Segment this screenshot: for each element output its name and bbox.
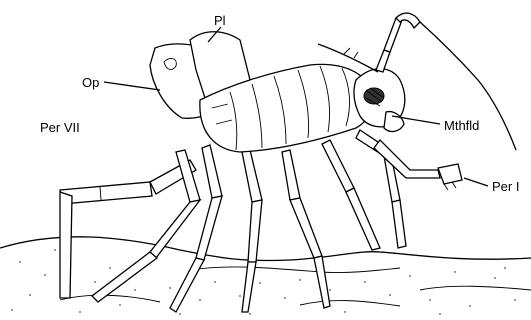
pl-leader <box>208 27 221 42</box>
label-pl: Pl <box>214 14 226 27</box>
label-op: Op <box>82 76 99 89</box>
mthfld-leader <box>392 116 440 124</box>
per-i-leader <box>464 178 488 186</box>
op-leader <box>104 82 160 90</box>
label-mthfld: Mthfld <box>444 119 479 132</box>
label-per-i: Per I <box>492 180 519 193</box>
label-per-vii: Per VII <box>40 121 80 134</box>
